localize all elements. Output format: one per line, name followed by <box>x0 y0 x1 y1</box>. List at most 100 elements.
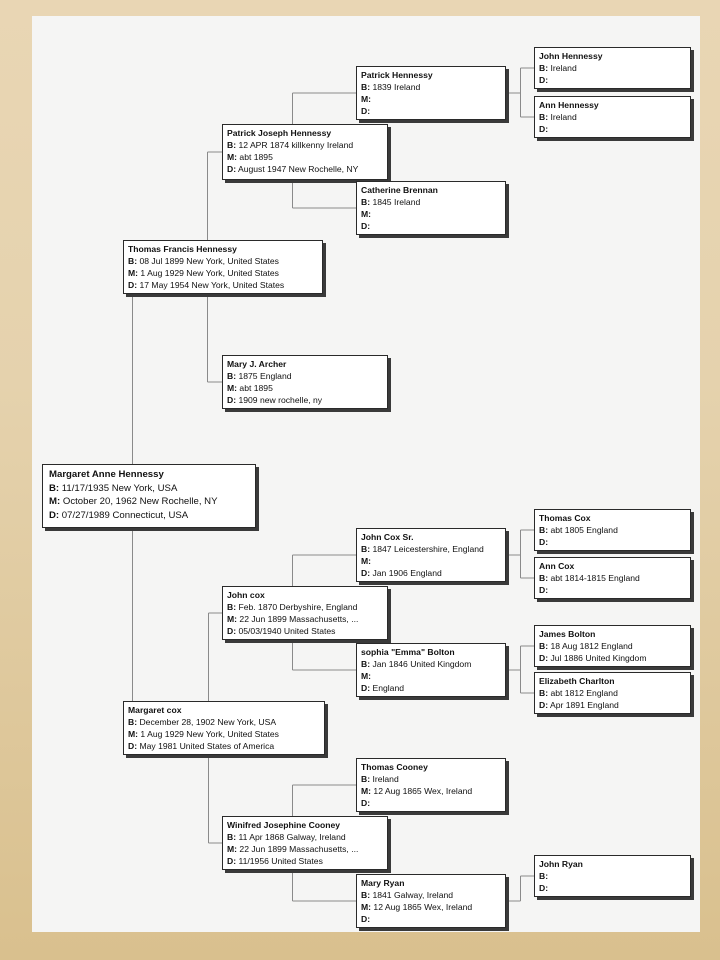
fact-value: August 1947 New Rochelle, NY <box>236 164 359 174</box>
person-name: Mary Ryan <box>361 878 405 888</box>
fact-label: M: <box>361 556 372 566</box>
fact-label: B: <box>227 140 237 150</box>
fact-value: abt 1895 <box>237 383 273 393</box>
person-fact-row: B: 11 Apr 1868 Galway, Ireland <box>227 831 383 843</box>
fact-label: D: <box>539 124 549 134</box>
person-fact-row: D: <box>361 220 501 232</box>
fact-value: abt 1814-1815 England <box>548 573 640 583</box>
person-fact-row: D: August 1947 New Rochelle, NY <box>227 163 383 175</box>
fact-label: M: <box>227 383 238 393</box>
person-fact-row: D: 07/27/1989 Connecticut, USA <box>49 509 249 523</box>
person-fact-row: D: <box>361 797 501 809</box>
person-box-ggp5[interactable]: John Cox Sr.B: 1847 Leicestershire, Engl… <box>356 528 506 582</box>
fact-label: B: <box>361 890 371 900</box>
fact-label: B: <box>227 602 237 612</box>
person-fact-row: D: <box>539 74 686 86</box>
person-name: Ann Cox <box>539 561 575 571</box>
fact-label: D: <box>227 856 237 866</box>
person-fact-row: B: 1847 Leicestershire, England <box>361 543 501 555</box>
fact-label: D: <box>227 395 237 405</box>
fact-label: D: <box>539 585 549 595</box>
person-fact-row: M: 22 Jun 1899 Massachusetts, ... <box>227 843 383 855</box>
person-name: Elizabeth Charlton <box>539 676 615 686</box>
person-fact-row: D: <box>539 123 686 135</box>
fact-label: D: <box>361 221 371 231</box>
person-fact-row: D: Jul 1886 United Kingdom <box>539 652 686 664</box>
person-name: Margaret cox <box>128 705 182 715</box>
fact-value: abt 1812 England <box>548 688 618 698</box>
person-name: Thomas Francis Hennessy <box>128 244 237 254</box>
fact-label: B: <box>361 659 371 669</box>
fact-label: D: <box>361 106 371 116</box>
fact-label: D: <box>539 75 549 85</box>
person-fact-row: B: abt 1814-1815 England <box>539 572 686 584</box>
fact-value: Ireland <box>370 774 399 784</box>
person-fact-row: D: <box>539 536 686 548</box>
person-fact-row: B: 08 Jul 1899 New York, United States <box>128 255 318 267</box>
fact-value: 17 May 1954 New York, United States <box>137 280 285 290</box>
person-name: John cox <box>227 590 265 600</box>
fact-value: 11 Apr 1868 Galway, Ireland <box>236 832 346 842</box>
fact-label: M: <box>361 94 372 104</box>
person-fact-row: B: 1875 England <box>227 370 383 382</box>
fact-label: B: <box>227 832 237 842</box>
fact-value: 11/1956 United States <box>236 856 323 866</box>
person-name: Thomas Cox <box>539 513 591 523</box>
fact-label: B: <box>539 573 549 583</box>
person-fact-row: D: 05/03/1940 United States <box>227 625 383 637</box>
person-fact-row: M: 12 Aug 1865 Wex, Ireland <box>361 785 501 797</box>
fact-label: M: <box>128 729 139 739</box>
person-fact-row: M: <box>361 670 501 682</box>
person-fact-row: M: October 20, 1962 New Rochelle, NY <box>49 495 249 509</box>
fact-label: D: <box>539 653 549 663</box>
person-name: Patrick Hennessy <box>361 70 433 80</box>
person-name: Catherine Brennan <box>361 185 438 195</box>
fact-label: D: <box>361 914 371 924</box>
fact-label: B: <box>128 256 138 266</box>
person-fact-row: M: 12 Aug 1865 Wex, Ireland <box>361 901 501 913</box>
person-fact-row: B: 1841 Galway, Ireland <box>361 889 501 901</box>
fact-label: B: <box>539 525 549 535</box>
fact-label: D: <box>227 164 237 174</box>
fact-value: 1 Aug 1929 New York, United States <box>138 729 279 739</box>
fact-value: December 28, 1902 New York, USA <box>137 717 277 727</box>
person-fact-row: M: <box>361 208 501 220</box>
fact-value: England <box>370 683 405 693</box>
person-fact-row: B: Ireland <box>361 773 501 785</box>
fact-label: B: <box>539 688 549 698</box>
person-fact-row: D: Jan 1906 England <box>361 567 501 579</box>
fact-label: D: <box>539 537 549 547</box>
fact-label: B: <box>539 63 549 73</box>
fact-label: D: <box>128 741 138 751</box>
fact-value: Ireland <box>548 63 577 73</box>
person-fact-row: B: <box>539 870 686 882</box>
fact-label: D: <box>361 568 371 578</box>
person-name: John Ryan <box>539 859 583 869</box>
person-fact-row: B: 1839 Ireland <box>361 81 501 93</box>
fact-label: B: <box>49 482 60 494</box>
fact-value: 22 Jun 1899 Massachusetts, ... <box>237 614 359 624</box>
fact-value: 1875 England <box>236 371 292 381</box>
fact-value: abt 1895 <box>237 152 273 162</box>
person-fact-row: D: 1909 new rochelle, ny <box>227 394 383 406</box>
